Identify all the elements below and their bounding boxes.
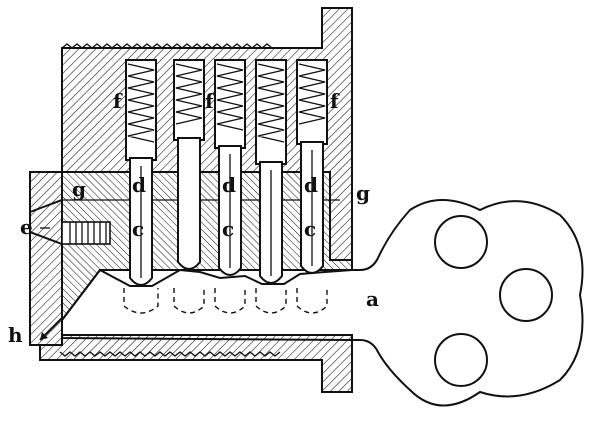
label-d-1: d <box>132 173 146 197</box>
label-f-2: f <box>205 89 215 113</box>
label-c-3: c <box>304 217 316 241</box>
label-g-right: g <box>356 181 370 205</box>
spring-chambers <box>125 59 328 165</box>
label-e: e <box>20 215 33 239</box>
label-d-3: d <box>304 173 318 197</box>
label-a: a <box>366 287 379 311</box>
h-arrowhead <box>40 332 48 340</box>
label-g-left: g <box>72 177 86 201</box>
label-h: h <box>8 323 23 347</box>
ghost-pin-tips <box>123 288 328 314</box>
label-c-1: c <box>132 217 144 241</box>
pin-stacks <box>129 137 324 286</box>
label-f-1: f <box>113 89 123 113</box>
label-d-2: d <box>222 173 236 197</box>
key <box>61 199 584 407</box>
label-f-3: f <box>330 89 340 113</box>
label-c-2: c <box>222 217 234 241</box>
